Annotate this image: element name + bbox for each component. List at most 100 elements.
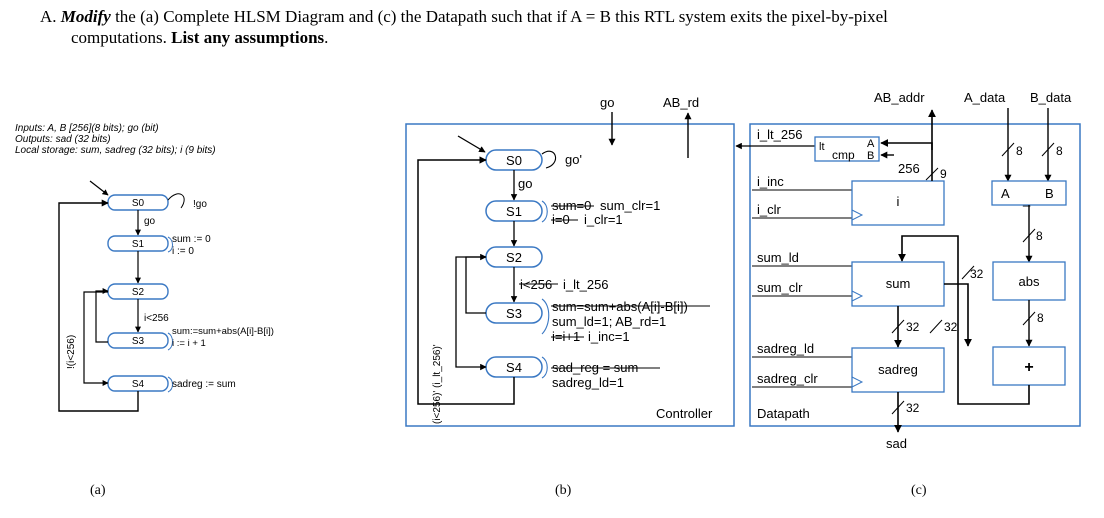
svg-text:A: A xyxy=(1001,186,1010,201)
panel-b-fsm: go AB_rd S0 go' go S1 sum=0 sum_clr=1 i=… xyxy=(405,95,735,498)
storage-label: Local storage: sum, sadreg (32 bits); i … xyxy=(15,145,216,156)
sig-sum-clr: sum_clr xyxy=(757,280,803,295)
panel-c-datapath: AB_addr A_data B_data 8 8 i_lt_256 lt cm… xyxy=(735,90,1081,498)
svg-text:lt: lt xyxy=(819,141,825,153)
s1-action-1: sum := 0 xyxy=(172,234,211,245)
width-i: 9 xyxy=(940,167,947,181)
question-label: A. xyxy=(40,7,57,26)
register-i: i xyxy=(851,180,945,226)
s3-ctrl-1: sum_ld=1; AB_rd=1 xyxy=(552,314,666,329)
go-label: go xyxy=(144,216,156,227)
width-sum-sadreg: 32 xyxy=(906,320,920,334)
s1-action-2: i := 0 xyxy=(172,246,194,257)
controller-label: Controller xyxy=(656,406,713,421)
question-assumptions: List any assumptions xyxy=(171,28,325,47)
fsm-state-s1: S1 xyxy=(485,200,543,222)
question-part1: the (a) Complete HLSM Diagram and (c) th… xyxy=(110,7,888,26)
svg-text:+: + xyxy=(1024,359,1033,376)
svg-text:cmp: cmp xyxy=(832,148,855,162)
datapath-box xyxy=(749,123,1081,427)
svg-text:S1: S1 xyxy=(506,204,522,219)
svg-text:S3: S3 xyxy=(132,336,145,347)
sad-output-label: sad xyxy=(886,436,907,451)
svg-text:sadreg: sadreg xyxy=(878,362,918,377)
a-data-label: A_data xyxy=(964,90,1006,105)
svg-text:S0: S0 xyxy=(132,198,145,209)
s3-ctrl-2: i_inc=1 xyxy=(588,329,630,344)
sig-sadreg-clr: sadreg_clr xyxy=(757,371,818,386)
panel-a-hlsm: Inputs: A, B [256](8 bits); go (bit) Out… xyxy=(15,123,274,498)
width-adder-in: 32 xyxy=(944,320,958,334)
adder: + xyxy=(992,346,1066,386)
abs-unit: abs xyxy=(992,261,1066,301)
go-input-label: go xyxy=(600,95,614,110)
caption-a: (a) xyxy=(90,483,106,498)
width-sad: 32 xyxy=(906,401,920,415)
svg-text:B: B xyxy=(1045,186,1054,201)
sig-sum-ld: sum_ld xyxy=(757,250,799,265)
svg-text:S2: S2 xyxy=(506,250,522,265)
svg-text:S4: S4 xyxy=(132,379,145,390)
ab-rd-label: AB_rd xyxy=(663,95,699,110)
register-sadreg: sadreg xyxy=(851,347,945,393)
state-s0: S0 xyxy=(107,194,169,211)
s4-ctrl: sadreg_ld=1 xyxy=(552,375,624,390)
b-data-label: B_data xyxy=(1030,90,1072,105)
inputs-label: Inputs: A, B [256](8 bits); go (bit) xyxy=(15,123,159,134)
s2-cond: i_lt_256 xyxy=(563,277,609,292)
state-s4: S4 xyxy=(107,375,169,392)
svg-text:sum: sum xyxy=(886,276,911,291)
svg-text:_: _ xyxy=(1022,192,1031,207)
svg-text:S2: S2 xyxy=(132,287,145,298)
go-transition-label: go xyxy=(518,176,532,191)
sig-i-lt-256: i_lt_256 xyxy=(757,127,803,142)
datapath-label: Datapath xyxy=(757,406,810,421)
not-go-label: !go xyxy=(193,199,207,210)
comparator: lt cmp A B xyxy=(814,136,880,162)
caption-c: (c) xyxy=(911,483,927,498)
state-s1: S1 xyxy=(107,235,169,252)
question-text: A. Modify the (a) Complete HLSM Diagram … xyxy=(40,7,888,47)
fsm-state-s2: S2 xyxy=(485,246,543,268)
width-b: 8 xyxy=(1056,144,1063,158)
svg-text:S3: S3 xyxy=(506,306,522,321)
cond-lt-label: i<256 xyxy=(144,313,169,324)
state-s3: S3 xyxy=(107,332,169,349)
fsm-state-s0: S0 xyxy=(485,149,543,171)
s4-action: sadreg := sum xyxy=(172,379,236,390)
sig-i-clr: i_clr xyxy=(757,202,782,217)
width-sum-out: 32 xyxy=(970,267,984,281)
subtractor: A _ B xyxy=(991,180,1067,207)
caption-b: (b) xyxy=(555,483,572,498)
question-modify: Modify xyxy=(60,7,111,26)
outputs-label: Outputs: sad (32 bits) xyxy=(15,134,111,145)
sig-sadreg-ld: sadreg_ld xyxy=(757,341,814,356)
fsm-state-s3: S3 xyxy=(485,302,543,324)
side-cond-label: (i<256)' (i_lt_256)' xyxy=(432,344,443,424)
go-not-label: go' xyxy=(565,152,582,167)
const-256: 256 xyxy=(898,161,920,176)
svg-text:S0: S0 xyxy=(506,153,522,168)
svg-text:S1: S1 xyxy=(132,239,145,250)
svg-text:S4: S4 xyxy=(506,360,522,375)
s1-ctrl-1: sum_clr=1 xyxy=(600,198,660,213)
sig-i-inc: i_inc xyxy=(757,174,784,189)
width-sub: 8 xyxy=(1036,229,1043,243)
s1-ctrl-2: i_clr=1 xyxy=(584,212,623,227)
ab-addr-label: AB_addr xyxy=(874,90,925,105)
state-s2: S2 xyxy=(107,283,169,300)
width-a: 8 xyxy=(1016,144,1023,158)
question-part2: computations. xyxy=(71,28,172,47)
not-lt-label: !(i<256) xyxy=(66,335,77,369)
svg-text:abs: abs xyxy=(1019,274,1040,289)
controller-box xyxy=(405,123,735,427)
width-abs: 8 xyxy=(1037,311,1044,325)
svg-text:i: i xyxy=(897,194,900,209)
fsm-state-s4: S4 xyxy=(485,356,543,378)
s3-action-1: sum:=sum+abs(A[i]-B[i]) xyxy=(172,326,274,337)
svg-text:B: B xyxy=(867,150,874,162)
s3-action-2: i := i + 1 xyxy=(172,338,206,349)
register-sum: sum xyxy=(851,261,945,307)
svg-text:A: A xyxy=(867,138,875,150)
